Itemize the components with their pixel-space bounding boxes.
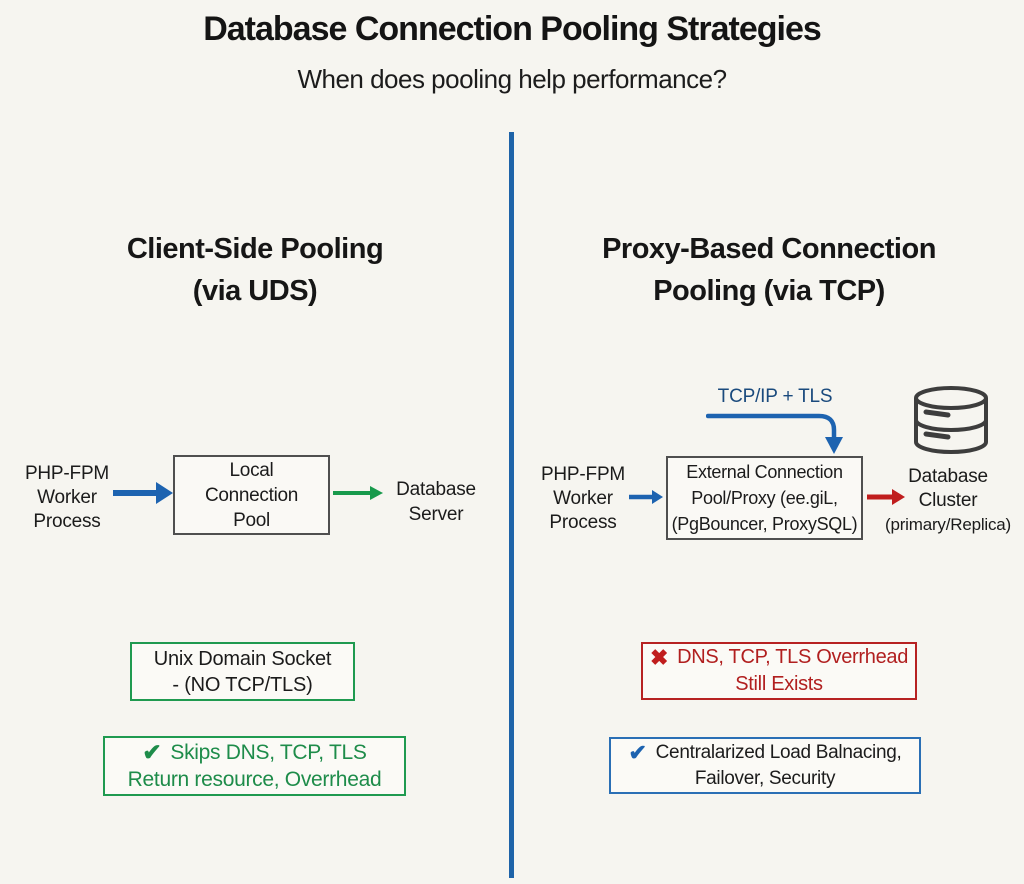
right-proxy-box: External Connection Pool/Proxy (ee.giL, … xyxy=(666,456,863,540)
skips-note-line2: Return resource, Overrhead xyxy=(127,768,382,791)
right-target-line3: (primary/Replica) xyxy=(884,515,1011,534)
uds-note-line2: - (NO TCP/TLS) xyxy=(172,673,313,696)
left-heading-line1: Client-Side Pooling xyxy=(126,233,384,265)
right-pool-line1: External Connection xyxy=(686,462,843,482)
right-pool-line3: (PgBouncer, ProxySQL) xyxy=(671,514,858,534)
uds-note-line1: Unix Domain Socket xyxy=(153,647,332,670)
left-column-heading: Client-Side Pooling (via UDS) xyxy=(0,228,510,312)
left-target-line2: Server xyxy=(408,504,464,525)
green-check-icon: ✔ xyxy=(142,739,162,765)
right-pool-line2: Pool/Proxy (ee.giL, xyxy=(691,488,838,508)
left-pool-box: Local Connection Pool xyxy=(173,455,330,535)
left-blue-arrow-icon xyxy=(113,482,173,504)
right-blue-arrow-icon xyxy=(629,490,663,504)
right-target-line2: Cluster xyxy=(918,490,978,511)
blue-check-icon: ✔ xyxy=(628,739,647,765)
red-cross-icon: ✖ xyxy=(649,645,669,670)
right-column-heading: Proxy-Based Connection Pooling (via TCP) xyxy=(514,228,1024,312)
database-cylinder-icon xyxy=(914,386,988,454)
central-note-line2: Failover, Security xyxy=(694,767,836,789)
left-php-fpm-label: PHP-FPM Worker Process xyxy=(8,462,126,534)
right-centralized-note-box: ✔ Centralarized Load Balnacing, Failover… xyxy=(609,737,921,794)
right-database-cluster-label: Database Cluster (primary/Replica) xyxy=(872,465,1024,537)
overhead-note-line2: Still Exists xyxy=(735,673,823,695)
left-skips-note-box: ✔ Skips DNS, TCP, TLS Return resource, O… xyxy=(103,736,406,796)
right-heading-line2: Pooling (via TCP) xyxy=(653,275,885,307)
left-pool-line2: Connection xyxy=(204,484,299,506)
left-heading-line2: (via UDS) xyxy=(192,275,318,307)
central-note-line1: Centralarized Load Balnacing, xyxy=(655,741,902,763)
tcp-curved-arrow-icon xyxy=(706,413,843,454)
right-heading-line1: Proxy-Based Connection xyxy=(602,233,936,265)
skips-note-line1: Skips DNS, TCP, TLS xyxy=(170,741,367,764)
right-target-line1: Database xyxy=(908,466,988,487)
right-source-line2: Worker xyxy=(553,488,613,509)
left-source-line2: Worker xyxy=(37,487,97,508)
left-pool-line3: Pool xyxy=(233,509,270,531)
right-source-line1: PHP-FPM xyxy=(540,464,626,485)
overhead-note-line1: DNS, TCP, TLS Overrhead xyxy=(677,646,909,668)
right-overhead-note-box: ✖ DNS, TCP, TLS Overrhead Still Exists xyxy=(641,642,917,700)
tcp-ip-tls-label: TCP/IP + TLS xyxy=(717,386,833,407)
right-red-arrow-icon xyxy=(867,489,905,505)
page-title: Database Connection Pooling Strategies xyxy=(203,10,822,48)
left-uds-note-box: Unix Domain Socket - (NO TCP/TLS) xyxy=(130,642,355,701)
left-target-line1: Database xyxy=(396,479,476,500)
left-source-line3: Process xyxy=(33,511,101,532)
left-database-server-label: Database Server xyxy=(388,477,484,527)
left-pool-line1: Local xyxy=(229,459,274,481)
left-source-line1: PHP-FPM xyxy=(24,463,110,484)
page-subtitle: When does pooling help performance? xyxy=(297,64,727,94)
right-php-fpm-label: PHP-FPM Worker Process xyxy=(533,463,633,535)
left-green-arrow-icon xyxy=(333,486,383,500)
right-source-line3: Process xyxy=(549,512,617,533)
column-divider xyxy=(509,132,514,878)
